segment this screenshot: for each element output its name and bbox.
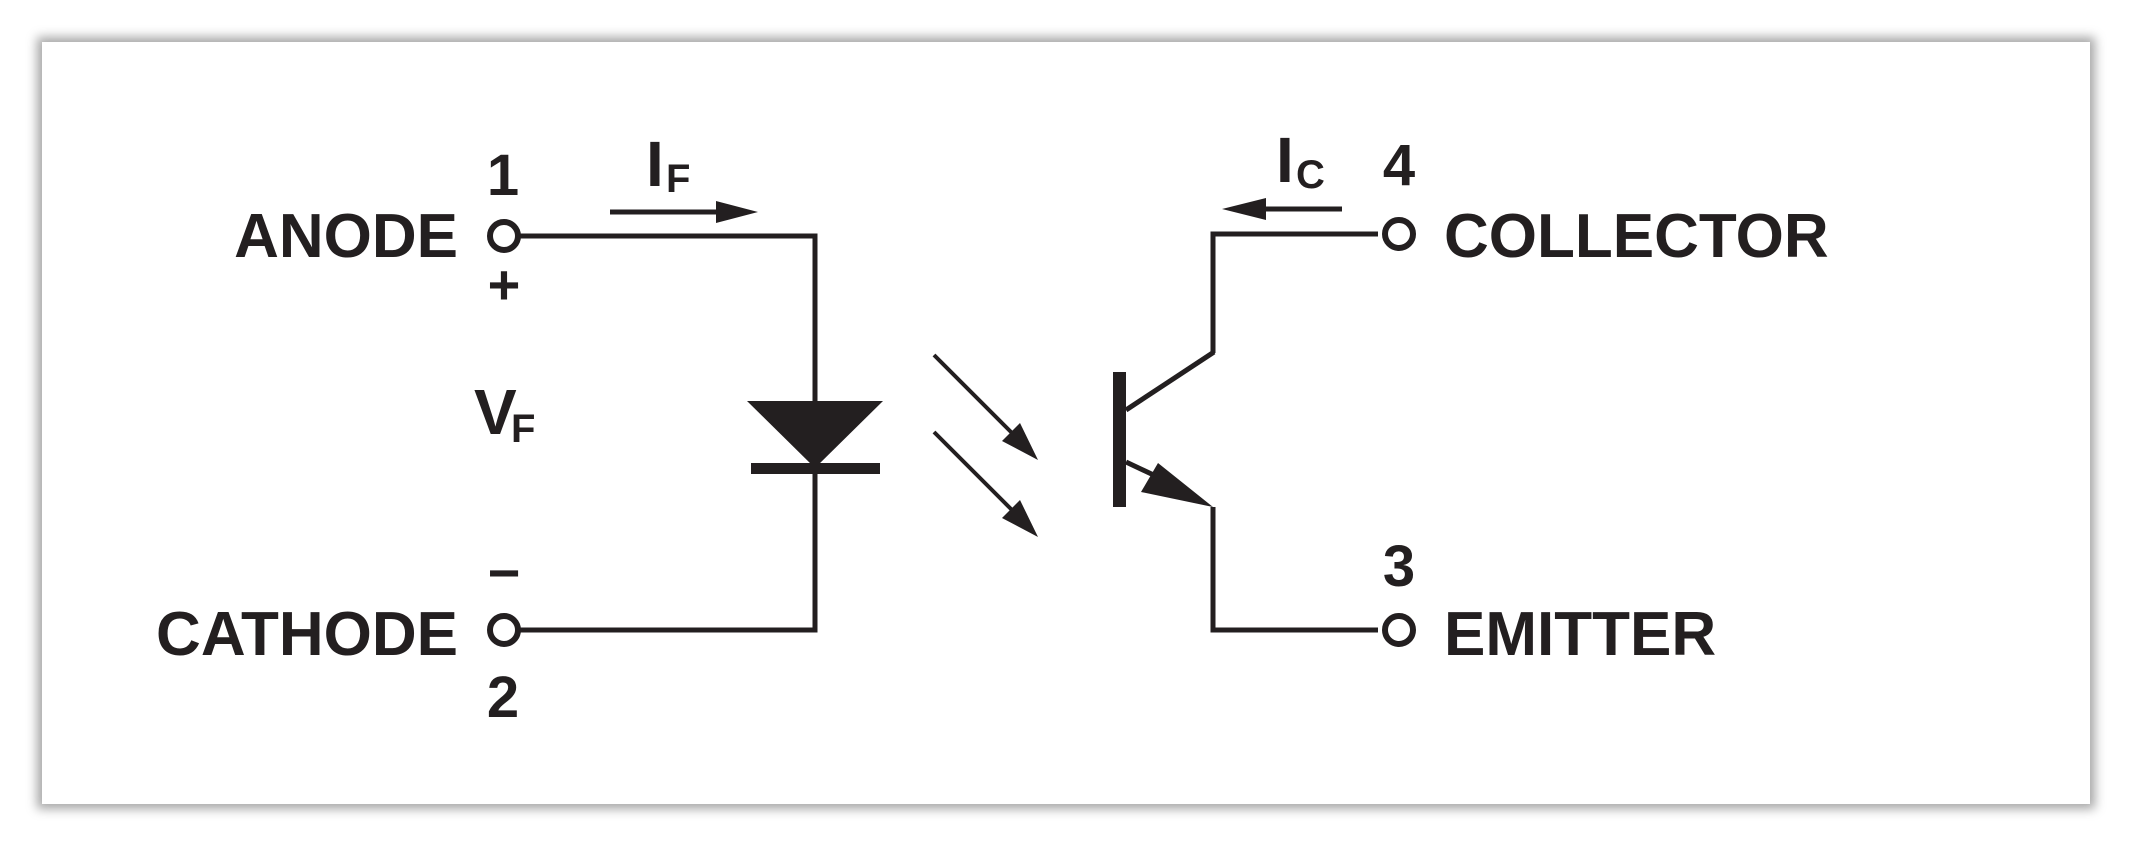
plus-sign: + (488, 253, 521, 316)
pin-4-number: 4 (1383, 133, 1415, 198)
diode-bar (751, 463, 880, 474)
pin-3-number: 3 (1383, 534, 1415, 599)
diode-triangle (747, 401, 883, 468)
forward-voltage-subscript: F (511, 407, 535, 451)
collector-current-arrow (1222, 198, 1342, 220)
forward-current-symbol: I (646, 128, 664, 200)
figure-frame (42, 42, 2090, 804)
forward-current-arrow (610, 201, 758, 223)
transistor-collector-lead (1124, 349, 1216, 413)
collector-wire (1210, 231, 1378, 353)
collector-current-symbol: I (1276, 124, 1294, 196)
transistor-base-bar (1113, 372, 1126, 507)
cathode-terminal (487, 613, 521, 647)
light-arrows (932, 353, 1038, 537)
emitter-arrowhead (1141, 463, 1213, 507)
anode-terminal (487, 219, 521, 253)
emitter-wire (1210, 507, 1378, 633)
collector-terminal (1382, 217, 1416, 251)
pin-1-number: 1 (487, 143, 519, 208)
pin-2-number: 2 (487, 665, 519, 730)
forward-voltage-symbol: V (474, 376, 517, 448)
minus-sign: − (488, 541, 521, 604)
anode-label: ANODE (234, 202, 458, 271)
emitter-terminal (1382, 613, 1416, 647)
anode-wire (519, 233, 818, 403)
collector-label: COLLECTOR (1444, 202, 1829, 271)
forward-current-subscript: F (666, 157, 690, 201)
cathode-wire (519, 468, 818, 633)
cathode-label: CATHODE (156, 600, 458, 669)
emitter-label: EMITTER (1444, 600, 1716, 669)
collector-current-subscript: C (1296, 153, 1325, 197)
